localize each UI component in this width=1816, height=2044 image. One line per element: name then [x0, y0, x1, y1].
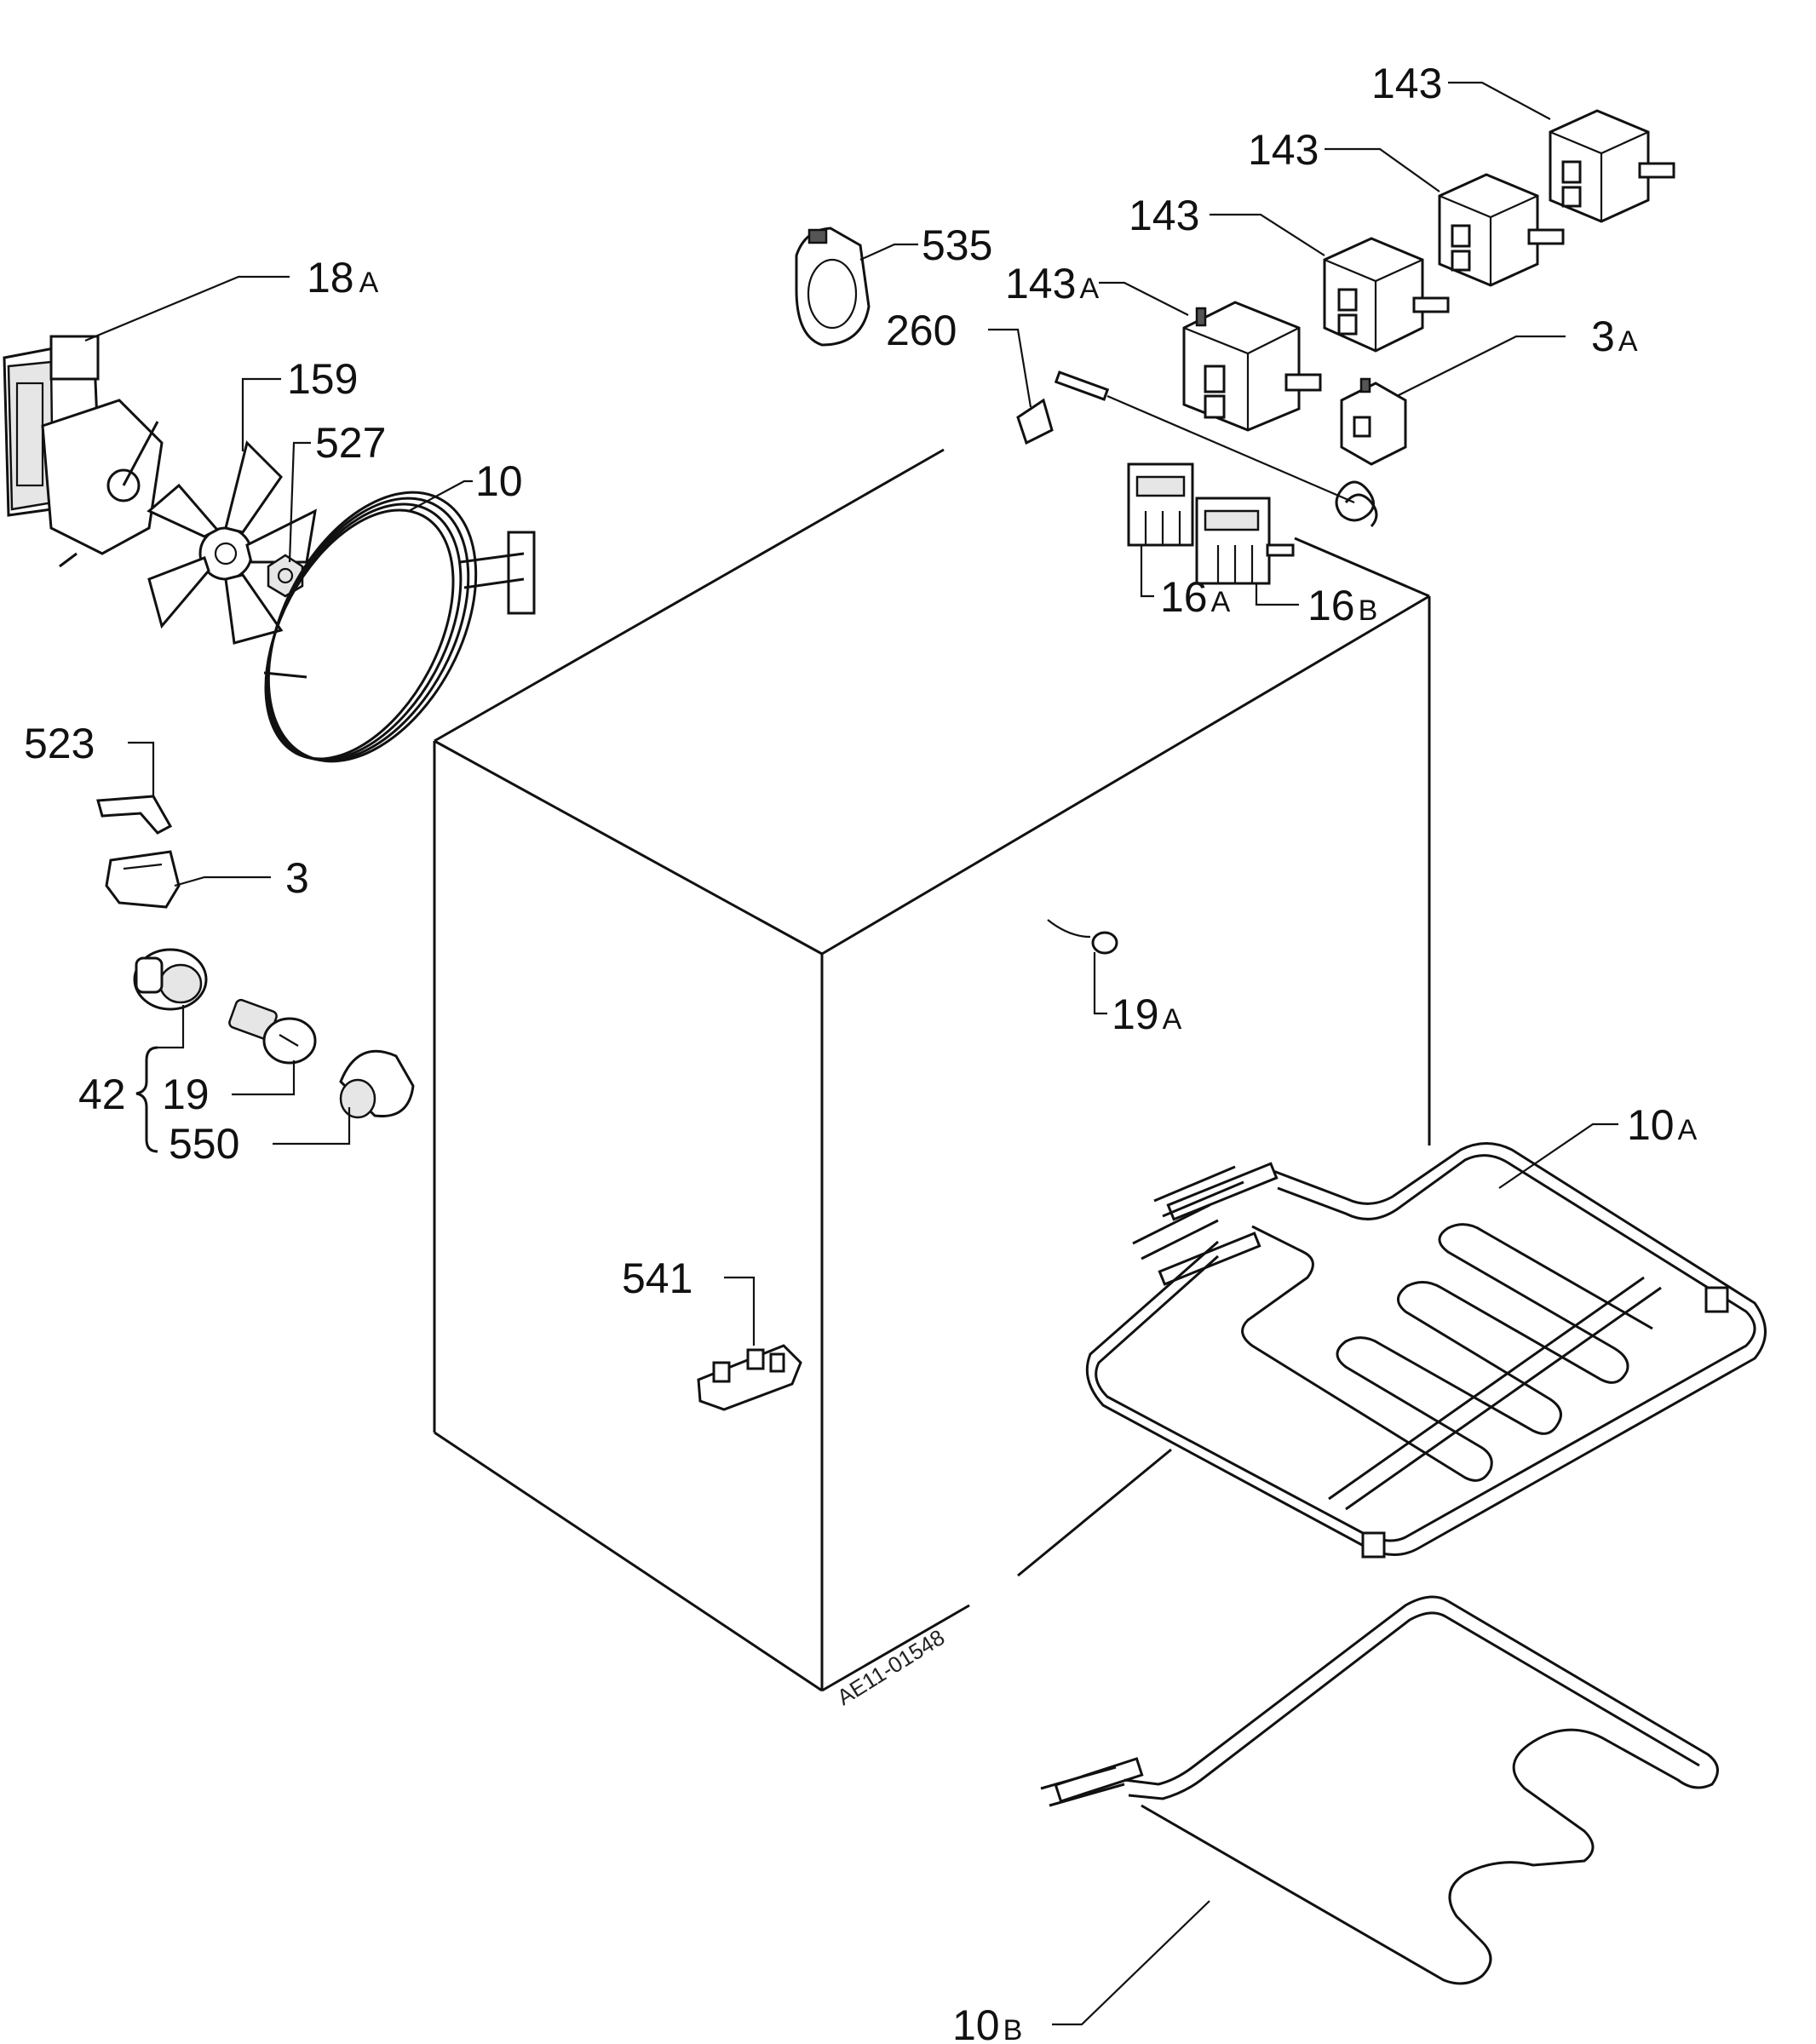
- circular-heating-element-icon: [263, 491, 536, 763]
- clip-icon: [96, 795, 173, 835]
- selector-switch-143-1-icon: [1323, 237, 1450, 353]
- connector-541-icon: [697, 1344, 802, 1411]
- selector-switch-143-3-icon: [1549, 109, 1675, 223]
- switch-3a-icon: [1340, 377, 1407, 466]
- thermostat-dial-icon: [795, 227, 871, 347]
- fan-motor-icon: [3, 335, 164, 568]
- label-143-low: 143: [1129, 192, 1199, 239]
- lamp-bulb-icon: [228, 998, 317, 1065]
- drawing-reference: AE11-01548: [832, 1624, 949, 1710]
- selector-switch-143-2-icon: [1438, 173, 1565, 287]
- label-541: 541: [622, 1255, 692, 1302]
- label-3: 3: [285, 854, 309, 902]
- label-260: 260: [886, 307, 957, 354]
- label-143-top: 143: [1371, 60, 1442, 107]
- selector-switch-143a-icon: [1182, 301, 1322, 432]
- bottom-element-10b-icon: [1040, 1595, 1719, 1985]
- label-19: 19: [162, 1071, 210, 1118]
- lamp-socket-icon: [133, 948, 208, 1011]
- label-10: 10: [475, 457, 523, 505]
- terminal-block-16a-icon: [1127, 462, 1194, 547]
- leader-lines: [84, 81, 1618, 2026]
- lamp-holder-icon: [105, 850, 181, 909]
- label-143-mid: 143: [1248, 126, 1319, 174]
- terminal-block-16b-icon: [1195, 497, 1295, 585]
- label-42: 42: [78, 1071, 126, 1118]
- label-535: 535: [922, 221, 992, 269]
- sensor-19a-icon: [1047, 919, 1118, 955]
- oven-cabinet: [433, 448, 1431, 1692]
- grill-element-10a-icon: [1085, 1142, 1767, 1559]
- label-159: 159: [287, 355, 358, 403]
- label-523: 523: [24, 720, 95, 767]
- thermostat-probe-icon: [1016, 370, 1378, 528]
- lamp-cover-icon: [339, 1049, 415, 1119]
- label-550: 550: [169, 1120, 239, 1168]
- label-527: 527: [315, 419, 386, 467]
